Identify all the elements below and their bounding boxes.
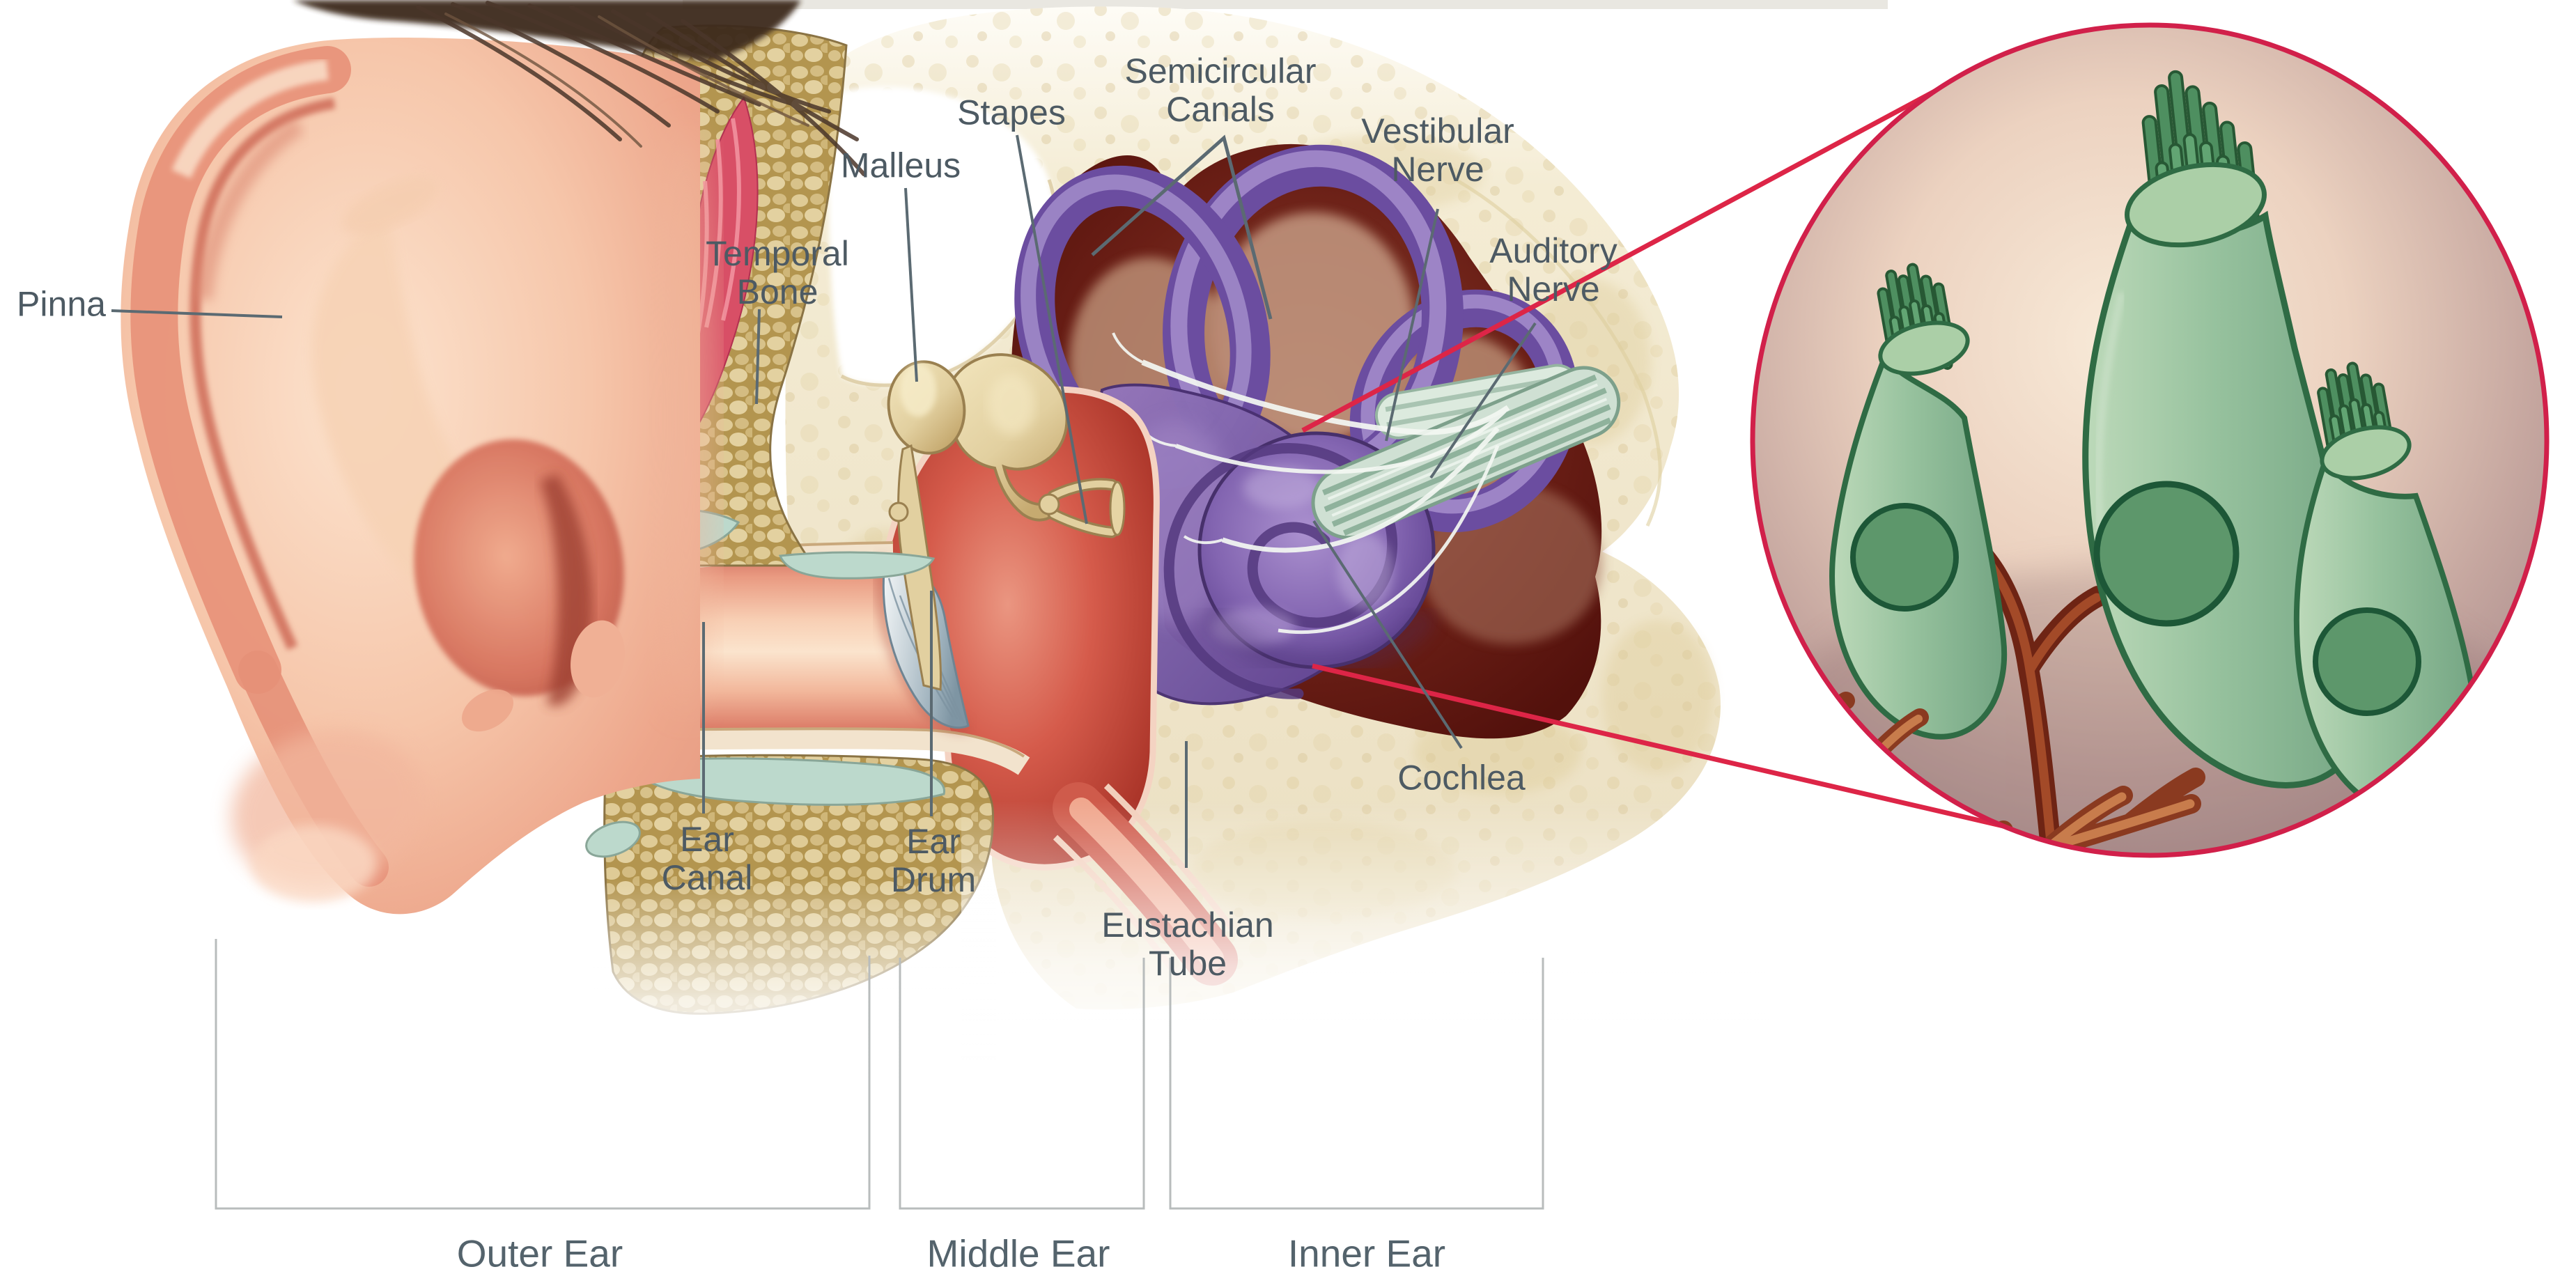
leader-temporal-bone (755, 309, 761, 405)
leader-pinna (111, 309, 283, 318)
zoom-line-lower (1312, 663, 2058, 841)
leader-malleus (904, 187, 918, 382)
label-temporal-bone-line1: Temporal (706, 234, 849, 273)
cell-nucleus (2313, 607, 2421, 716)
inset-circle-border (1750, 22, 2550, 858)
label-ear-drum: Ear Drum (891, 823, 976, 899)
hair-cell-inset (1750, 22, 2550, 858)
incus-shape (948, 353, 1069, 522)
cochlea-shape (1163, 431, 1436, 699)
leader-cochlea (1312, 520, 1463, 749)
zoom-indicator-lines (1301, 77, 2058, 841)
label-auditory-nerve-line2: Nerve (1507, 270, 1600, 309)
leader-vestibular-nerve (1385, 208, 1439, 442)
label-ear-canal-line2: Canal (661, 858, 753, 897)
nerve-filaments (1112, 332, 1510, 635)
bracket-middle-ear (899, 958, 1145, 1210)
label-ear-drum-line1: Ear (906, 822, 961, 861)
label-region-inner-ear: Inner Ear (1287, 1231, 1446, 1275)
cell-nucleus (2093, 481, 2240, 627)
bracket-outer-ear (215, 939, 871, 1210)
label-auditory-nerve-line1: Auditory (1489, 231, 1617, 270)
label-vestibular-nerve-line1: Vestibular (1361, 111, 1514, 150)
tragus (571, 620, 625, 698)
leader-lines (111, 134, 1537, 868)
hair-cell (2293, 361, 2479, 818)
label-ear-drum-line2: Drum (890, 860, 977, 899)
zoom-line-upper (1301, 77, 1958, 433)
label-cochlea: Cochlea (1397, 758, 1526, 798)
label-semicircular-canals-line2: Canals (1166, 90, 1275, 129)
label-stapes: Stapes (957, 93, 1066, 132)
leader-stapes (1016, 134, 1088, 524)
stapes-shape (1038, 478, 1126, 538)
pinna-shape (121, 38, 717, 915)
label-eustachian-tube-line1: Eustachian (1101, 905, 1274, 944)
cell-nucleus (1850, 503, 1959, 612)
bracket-inner-ear (1169, 958, 1544, 1210)
label-pinna: Pinna (17, 284, 106, 324)
label-semicircular-canals: Semicircular Canals (1124, 52, 1316, 129)
bone-notch (828, 86, 1055, 386)
label-semicircular-canals-line1: Semicircular (1124, 52, 1317, 91)
label-ear-canal: Ear Canal (662, 821, 753, 897)
label-vestibular-nerve: Vestibular Nerve (1361, 112, 1514, 189)
label-temporal-bone: Temporal Bone (706, 235, 849, 311)
label-region-middle-ear: Middle Ear (926, 1231, 1110, 1275)
label-malleus: Malleus (840, 146, 961, 185)
label-vestibular-nerve-line2: Nerve (1391, 150, 1484, 189)
hair (293, 0, 866, 176)
region-brackets (215, 939, 1544, 1210)
label-auditory-nerve: Auditory Nerve (1489, 232, 1617, 309)
leader-semicircular-canals (1091, 134, 1273, 320)
leader-auditory-nerve (1429, 322, 1537, 479)
label-region-outer-ear: Outer Ear (456, 1231, 623, 1275)
skull-cut-edge (683, 0, 1888, 9)
label-eustachian-tube: Eustachian Tube (1101, 906, 1273, 983)
label-temporal-bone-line2: Bone (736, 272, 818, 311)
label-eustachian-tube-line2: Tube (1148, 944, 1227, 983)
hair-cell (1829, 263, 2008, 740)
label-ear-canal-line1: Ear (680, 820, 734, 859)
